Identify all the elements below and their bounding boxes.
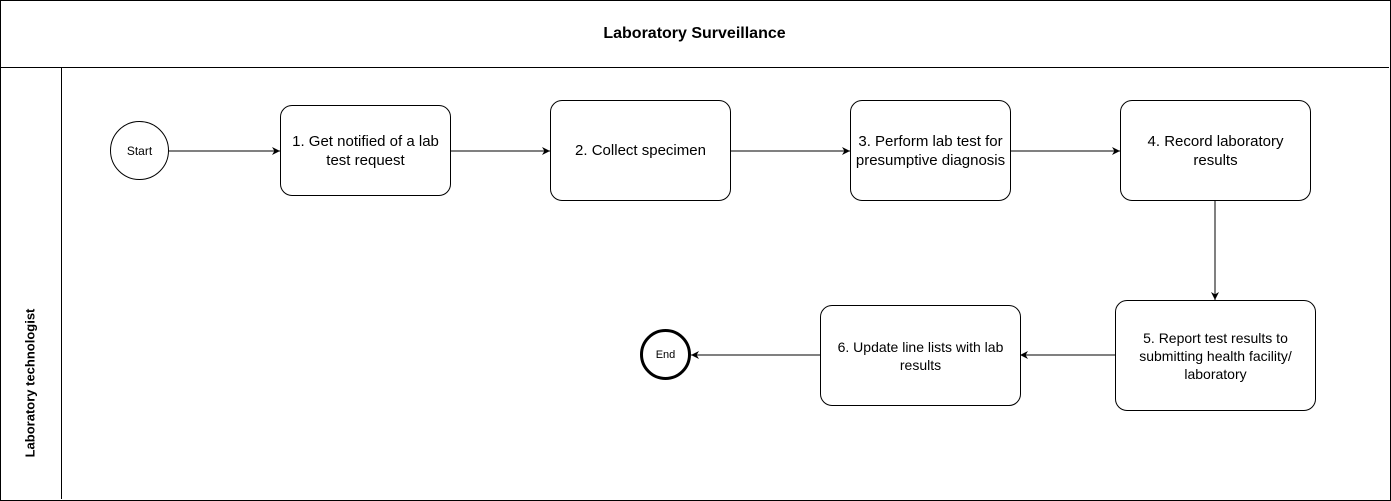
step-6-label: 6. Update line lists with lab results [837, 338, 1004, 373]
step-5-box: 5. Report test results to submitting hea… [1115, 300, 1316, 411]
step-3-label: 3. Perform lab test for presumptive diag… [855, 132, 1006, 169]
start-label: Start [126, 143, 153, 158]
step-5-label: 5. Report test results to submitting hea… [1139, 329, 1292, 382]
step-4-label: 4. Record laboratory results [1147, 132, 1284, 169]
end-label: End [655, 348, 676, 361]
step-2-label: 2. Collect specimen [575, 142, 706, 159]
step-1-box: 1. Get notified of a lab test request [280, 105, 451, 196]
step-3-box: 3. Perform lab test for presumptive diag… [850, 100, 1011, 201]
step-4-box: 4. Record laboratory results [1120, 100, 1311, 201]
lane-label: Laboratory technologist [22, 308, 38, 458]
step-1-label: 1. Get notified of a lab test request [292, 132, 439, 169]
diagram-title: Laboratory Surveillance [603, 24, 786, 42]
start-event: Start [110, 121, 169, 180]
pool-title-bar: Laboratory Surveillance [0, 0, 1389, 68]
step-6-box: 6. Update line lists with lab results [820, 305, 1021, 406]
step-2-box: 2. Collect specimen [550, 100, 731, 201]
end-event: End [640, 329, 691, 380]
lane-header: Laboratory technologist [0, 68, 62, 499]
